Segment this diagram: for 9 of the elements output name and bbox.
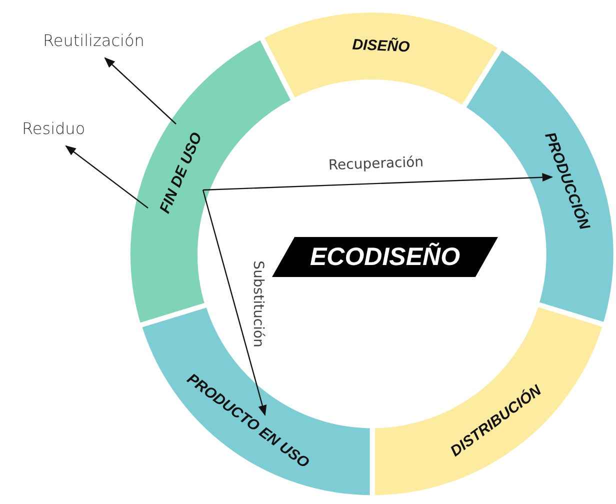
- outcome-label: Residuo: [22, 119, 86, 138]
- banner-text: ECODISEÑO: [310, 242, 460, 272]
- arrow: [202, 173, 554, 191]
- arrow: [202, 190, 267, 416]
- stage-label: DISEÑO: [352, 36, 410, 56]
- arrow: [104, 57, 176, 124]
- outcome-label: Reutilización: [43, 31, 144, 50]
- stage-label: FIN DE USO: [156, 130, 206, 216]
- arrow: [65, 145, 148, 208]
